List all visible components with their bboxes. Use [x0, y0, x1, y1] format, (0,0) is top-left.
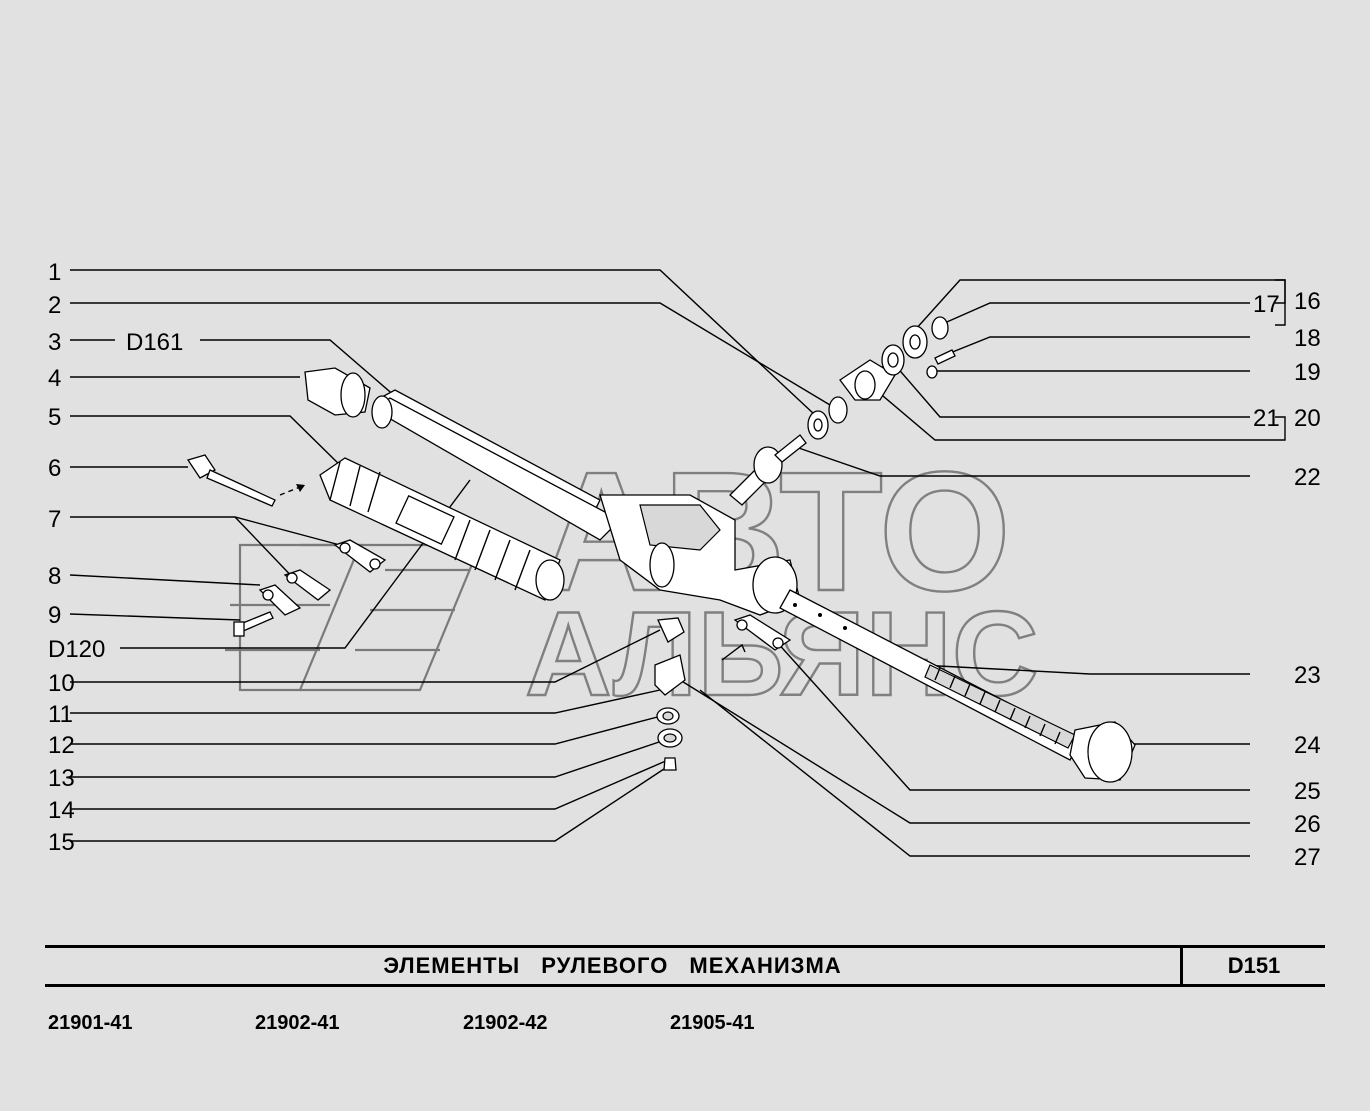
part-13-plug — [657, 728, 683, 748]
label-18: 18 — [1294, 325, 1321, 352]
part-11-pressure-pad — [654, 654, 686, 696]
part-20-seal-ring — [828, 396, 848, 424]
label-d120: D120 — [48, 636, 105, 663]
label-6: 6 — [48, 455, 61, 482]
label-8: 8 — [48, 563, 61, 590]
label-7: 7 — [48, 506, 61, 533]
label-10: 10 — [48, 670, 75, 697]
part-12-spring — [656, 707, 680, 725]
label-23: 23 — [1294, 662, 1321, 689]
model-code: 21902-42 — [463, 1012, 548, 1034]
label-17: 17 — [1253, 291, 1280, 318]
part-3-rack-tube — [371, 389, 622, 541]
part-18-bolt — [934, 349, 956, 365]
part-21-ring — [807, 410, 829, 440]
part-25-bracket — [721, 614, 792, 661]
label-24: 24 — [1294, 732, 1321, 759]
sheet-code: D151 — [1227, 953, 1281, 978]
part-9-bolt — [233, 611, 274, 637]
model-code: 21901-41 — [48, 1012, 133, 1034]
part-8-bracket — [258, 569, 332, 616]
leader-lines — [69, 269, 1286, 857]
label-4: 4 — [48, 365, 61, 392]
model-code: 21905-41 — [670, 1012, 755, 1034]
label-3-ref: D161 — [126, 329, 183, 356]
part-22-pinion — [729, 434, 807, 506]
part-19-nut — [926, 365, 938, 379]
housing-detail-marks — [793, 603, 847, 630]
label-1: 1 — [48, 259, 61, 286]
label-25: 25 — [1294, 778, 1321, 805]
part-7-bracket — [333, 539, 387, 573]
label-2: 2 — [48, 292, 61, 319]
sheet-title: ЭЛЕМЕНТЫ РУЛЕВОГО МЕХАНИЗМА — [383, 953, 842, 978]
steering-rack-parts — [186, 316, 1136, 783]
part-5-bellows-boot — [319, 457, 565, 601]
label-22: 22 — [1294, 464, 1321, 491]
part-17-washer — [902, 325, 928, 359]
model-code: 21902-41 — [255, 1012, 340, 1034]
label-13: 13 — [48, 765, 75, 792]
part-6-tie-strap — [186, 454, 306, 507]
label-21: 21 — [1253, 405, 1280, 432]
part-flange — [839, 359, 896, 401]
part-16-ring — [931, 316, 949, 340]
model-list: 21901-41 21902-41 21902-42 21905-41 — [48, 1012, 948, 1038]
label-11: 11 — [48, 701, 73, 728]
part-24-end-cap — [1069, 721, 1136, 783]
label-14: 14 — [48, 797, 75, 824]
part-19-bushing — [881, 344, 905, 376]
part-15-cap — [663, 757, 677, 771]
label-5: 5 — [48, 404, 61, 431]
part-10-clip — [657, 617, 685, 643]
label-9: 9 — [48, 602, 61, 629]
label-15: 15 — [48, 829, 75, 856]
title-divider — [1180, 948, 1183, 984]
callout-labels: 1 2 3 D161 4 5 6 7 8 9 D120 10 11 12 13 … — [48, 259, 1321, 871]
title-block: ЭЛЕМЕНТЫ РУЛЕВОГО МЕХАНИЗМА D151 — [45, 945, 1325, 987]
label-26: 26 — [1294, 811, 1321, 838]
label-19: 19 — [1294, 359, 1321, 386]
part-23-rack-bar — [779, 589, 1081, 761]
label-12: 12 — [48, 732, 75, 759]
label-3: 3 — [48, 329, 61, 356]
label-16: 16 — [1294, 288, 1321, 315]
label-20: 20 — [1294, 405, 1321, 432]
label-27: 27 — [1294, 844, 1321, 871]
part-4-boot-cap — [304, 367, 371, 418]
